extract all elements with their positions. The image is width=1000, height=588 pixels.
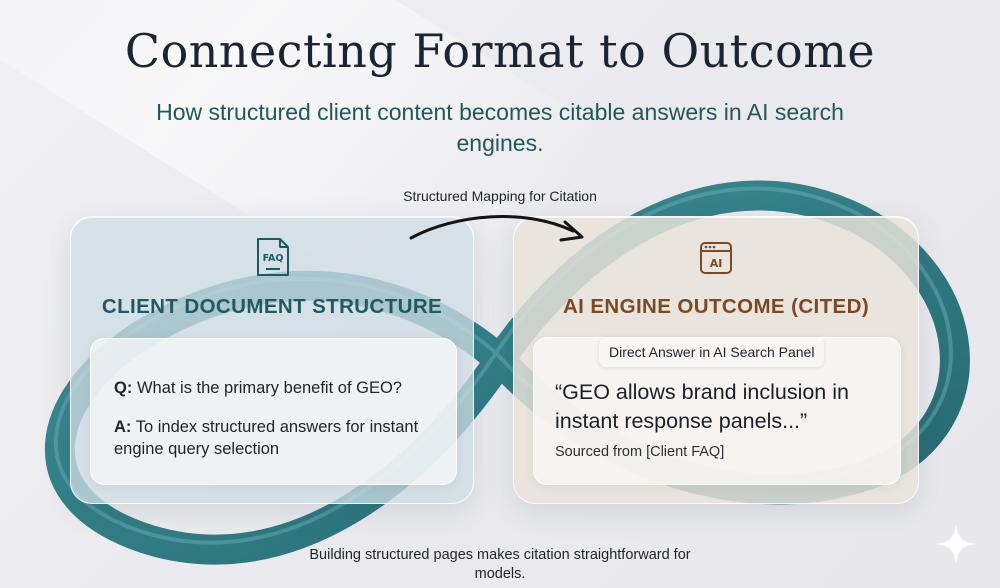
faq-icon-text: FAQ xyxy=(263,253,284,264)
answer-text: To index structured answers for instant … xyxy=(114,418,419,458)
faq-question: Q: What is the primary benefit of GEO? xyxy=(114,377,440,399)
footer-caption: Building structured pages makes citation… xyxy=(309,547,691,582)
client-panel-heading: CLIENT DOCUMENT STRUCTURE xyxy=(101,295,443,318)
citation-source: Sourced from [Client FAQ] xyxy=(555,444,725,460)
ai-icon-text: AI xyxy=(710,257,723,270)
ai-answer-quote: “GEO allows brand inclusion in instant r… xyxy=(555,380,849,433)
question-prefix: Q: xyxy=(114,379,133,397)
ai-engine-panel: AI AI ENGINE OUTCOME (CITED) Direct Answ… xyxy=(513,216,919,504)
question-text: What is the primary benefit of GEO? xyxy=(136,379,402,397)
page-title: Connecting Format to Outcome xyxy=(124,24,876,78)
answer-prefix: A: xyxy=(114,418,132,436)
faq-document-icon: FAQ xyxy=(257,238,289,276)
ai-answer-card: Direct Answer in AI Search Panel “GEO al… xyxy=(533,337,901,485)
direct-answer-badge: Direct Answer in AI Search Panel xyxy=(599,337,825,367)
sparkle-icon xyxy=(936,524,976,564)
ai-panel-heading: AI ENGINE OUTCOME (CITED) xyxy=(562,295,870,318)
connector-label: Structured Mapping for Citation xyxy=(403,188,597,204)
faq-card: Q: What is the primary benefit of GEO? A… xyxy=(90,338,457,485)
page-subtitle: How structured client content becomes ci… xyxy=(156,99,844,156)
faq-answer: A: To index structured answers for insta… xyxy=(114,416,440,460)
client-document-panel: FAQ CLIENT DOCUMENT STRUCTURE Q: What is… xyxy=(70,216,474,504)
ai-browser-window-icon: AI xyxy=(700,242,732,274)
